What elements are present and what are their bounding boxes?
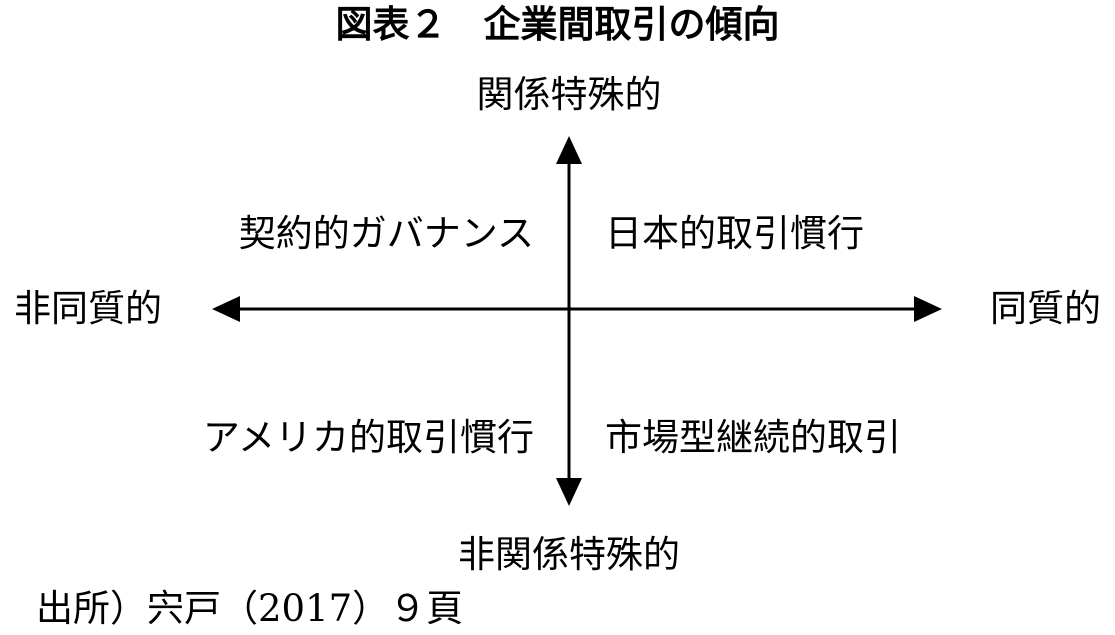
figure-title: 図表２ 企業間取引の傾向	[335, 3, 780, 46]
quadrant-top-left: 契約的ガバナンス	[238, 212, 534, 255]
quadrant-top-right: 日本的取引慣行	[605, 212, 864, 255]
axis-label-right: 同質的	[990, 287, 1101, 330]
axis-label-top: 関係特殊的	[476, 73, 662, 116]
down-arrowhead	[556, 478, 582, 506]
source-note: 出所）宍戸（2017）９頁	[36, 587, 464, 630]
left-arrowhead	[212, 296, 240, 322]
axis-label-bottom: 非関係特殊的	[458, 533, 680, 576]
up-arrowhead	[556, 136, 582, 164]
axis-label-left: 非同質的	[14, 287, 162, 330]
quadrant-bottom-right: 市場型継続的取引	[605, 416, 901, 459]
right-arrowhead	[914, 296, 942, 322]
quadrant-bottom-left: アメリカ的取引慣行	[202, 416, 534, 459]
